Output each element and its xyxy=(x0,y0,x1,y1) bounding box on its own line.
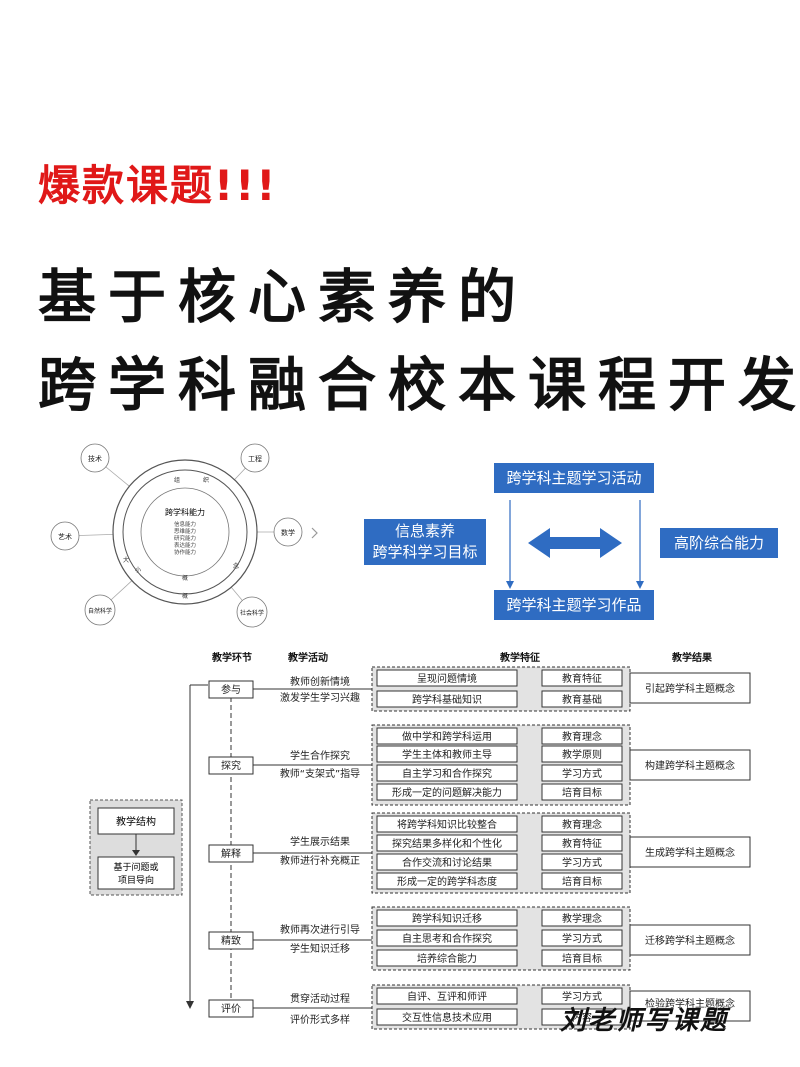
circle-center-item: 思维能力 xyxy=(174,527,196,535)
flow-left-line-1: 信息素养 xyxy=(394,522,455,540)
feature: 合作交流和讨论结果 xyxy=(402,856,492,869)
feature-tag: 学习方式 xyxy=(562,932,602,945)
feature-tag: 教学原则 xyxy=(562,748,602,761)
feature-tag: 学习方式 xyxy=(562,856,602,869)
structure-title: 教学结构 xyxy=(116,815,156,828)
feature: 探究结果多样化和个性化 xyxy=(392,837,502,850)
node-art: 艺术 xyxy=(58,532,72,541)
stage-result: 检验跨学科主题概念 xyxy=(645,997,735,1010)
node-technology: 技术 xyxy=(88,454,102,463)
stage-activity: 教师创新情境 xyxy=(290,675,350,688)
feature-tag: 教育特征 xyxy=(562,672,602,685)
stage-name: 评价 xyxy=(221,1003,241,1015)
author-signature: 刘老师写课题 xyxy=(560,1006,729,1036)
feature: 形成一定的跨学科态度 xyxy=(397,875,497,888)
col-header: 教学结果 xyxy=(671,651,713,664)
stage-result: 构建跨学科主题概念 xyxy=(645,759,735,772)
feature: 形成一定的问题解决能力 xyxy=(392,786,502,799)
feature-tag: 内容 xyxy=(572,1011,592,1024)
stage-result: 引起跨学科主题概念 xyxy=(645,682,735,695)
feature: 交互性信息技术应用 xyxy=(402,1011,492,1024)
stage-result: 生成跨学科主题概念 xyxy=(645,846,735,859)
stage-activity: 学生展示结果 xyxy=(290,835,350,848)
stage-activity: 教师“支架式”指导 xyxy=(280,767,360,780)
teaching-process-diagram: 教学环节 教学活动 教学特征 教学结果 教学结构 基于问题或 项目导向 参与 教… xyxy=(89,651,751,1030)
title-line-1: 基于核心素养的 xyxy=(38,263,529,331)
node-engineering: 工程 xyxy=(248,454,262,463)
ring-label: 小 xyxy=(135,566,141,574)
flow-arrows xyxy=(506,500,644,589)
chevron-right-icon xyxy=(311,527,318,539)
feature-tag: 教学理念 xyxy=(562,912,602,925)
feature-tag: 培育目标 xyxy=(562,786,602,799)
flow-bottom-box: 跨学科主题学习作品 xyxy=(494,590,654,620)
feature-tag: 培育目标 xyxy=(562,875,602,888)
stage-name: 精致 xyxy=(221,934,241,947)
feature: 学生主体和教师主导 xyxy=(402,748,492,761)
feature: 将跨学科知识比较整合 xyxy=(397,818,497,831)
stage-activity: 评价形式多样 xyxy=(290,1013,350,1026)
stage-activity: 激发学生学习兴趣 xyxy=(280,691,360,704)
feature-tag: 学习方式 xyxy=(562,990,602,1003)
col-header: 教学活动 xyxy=(287,651,328,664)
feature-tag: 学习方式 xyxy=(562,767,602,780)
circle-center-item: 研究能力 xyxy=(174,534,196,542)
circle-center-item: 信息能力 xyxy=(174,520,196,528)
feature: 自主思考和合作探究 xyxy=(402,932,492,945)
stage-activity: 学生合作探究 xyxy=(290,749,350,762)
feature: 呈现问题情境 xyxy=(417,672,477,685)
stage-activity: 教师再次进行引导 xyxy=(280,923,360,936)
circle-center-item: 协作能力 xyxy=(174,548,196,556)
flow-left-box: 信息素养 跨学科学习目标 xyxy=(364,519,486,565)
ring-label: 念 xyxy=(233,562,239,570)
structure-subtitle: 项目导向 xyxy=(118,874,154,886)
col-header: 教学环节 xyxy=(211,651,252,664)
stage-activity: 学生知识迁移 xyxy=(290,942,350,955)
col-header: 教学特征 xyxy=(499,651,540,664)
circle-center-item: 表达能力 xyxy=(174,541,196,549)
stage-name: 探究 xyxy=(221,759,241,772)
ring-label: 织 xyxy=(203,476,209,484)
flow-right-box: 高阶综合能力 xyxy=(660,528,778,558)
feature: 自主学习和合作探究 xyxy=(402,767,492,780)
feature: 跨学科基础知识 xyxy=(412,693,482,706)
node-social-science: 社会科学 xyxy=(240,609,264,617)
feature-tag: 教育特征 xyxy=(562,837,602,850)
stage-name: 参与 xyxy=(221,683,241,696)
feature-tag: 教育理念 xyxy=(562,730,602,743)
stage-activity: 教师进行补充概正 xyxy=(280,854,360,867)
feature-tag: 教育基础 xyxy=(562,693,602,706)
ring-label: 组 xyxy=(174,476,180,484)
flow-left-line-2: 跨学科学习目标 xyxy=(372,543,478,561)
flow-top-box: 跨学科主题学习活动 xyxy=(494,463,654,493)
double-arrow-icon xyxy=(528,528,622,558)
structure-subtitle: 基于问题或 xyxy=(113,861,158,873)
feature: 培养综合能力 xyxy=(417,952,477,965)
feature: 跨学科知识迁移 xyxy=(412,912,482,925)
feature: 自评、互评和师评 xyxy=(407,990,487,1003)
ring-label: 概 xyxy=(182,592,188,600)
stage-result: 迁移跨学科主题概念 xyxy=(645,934,735,947)
feature: 做中学和跨学科运用 xyxy=(402,730,492,743)
node-math: 数学 xyxy=(281,528,295,537)
node-natural-science: 自然科学 xyxy=(88,607,112,615)
competency-circle-diagram: 跨学科能力 信息能力 思维能力 研究能力 表达能力 协作能力 组 织 小 大 念… xyxy=(50,443,318,628)
ring-label: 概 xyxy=(182,574,188,582)
feature-tag: 教育理念 xyxy=(562,818,602,831)
ring-label: 大 xyxy=(123,556,129,564)
feature-tag: 培育目标 xyxy=(562,952,602,965)
hot-topic-tag: 爆款课题!!! xyxy=(38,161,278,210)
stage-activity: 贯穿活动过程 xyxy=(290,992,350,1005)
stage-name: 解释 xyxy=(221,847,241,860)
title-line-2: 跨学科融合校本课程开发 xyxy=(38,351,800,419)
circle-center-title: 跨学科能力 xyxy=(165,507,205,517)
